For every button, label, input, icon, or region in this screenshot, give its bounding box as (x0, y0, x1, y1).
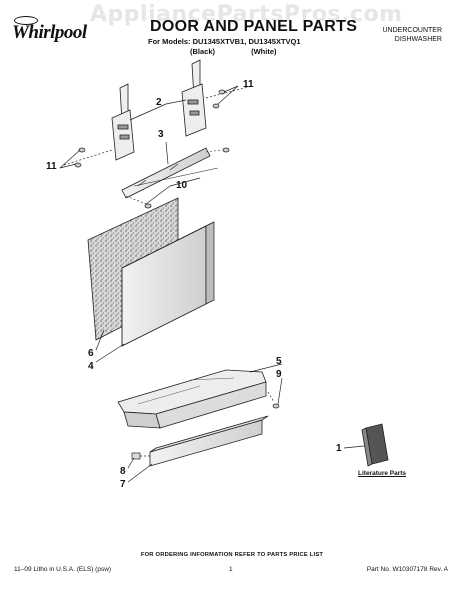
callout-11-right: 11 (243, 79, 254, 90)
hinge-bracket-left (111, 83, 135, 161)
callout-7: 7 (120, 479, 126, 490)
clip-8 (131, 452, 150, 460)
screws-right (205, 85, 253, 109)
footer-part-number: Part No. W10307178 Rev. A (366, 566, 448, 573)
footer-page-number: 1 (229, 566, 233, 573)
hinge-bracket-right (181, 59, 207, 137)
callout-1: 1 (336, 443, 342, 454)
product-type: UNDERCOUNTER DISHWASHER (383, 26, 443, 44)
ordering-note: FOR ORDERING INFORMATION REFER TO PARTS … (140, 552, 324, 558)
callout-11-left: 11 (46, 161, 57, 172)
variant-black: (Black) (190, 47, 216, 56)
lower-trim-panel (149, 415, 269, 467)
screws-left (63, 147, 113, 168)
callout-2: 2 (156, 97, 162, 108)
door-front-panel (121, 221, 215, 347)
model-variants: (Black) (White) (190, 47, 277, 56)
toe-kick-panel (117, 369, 267, 429)
callout-6: 6 (88, 348, 94, 359)
models-line: For Models: DU1345XTVB1, DU1345XTVQ1 (148, 37, 301, 46)
callout-4: 4 (88, 361, 94, 372)
literature-booklet (361, 423, 389, 467)
product-type-line-1: UNDERCOUNTER (382, 27, 443, 34)
hinge-rail (121, 147, 230, 209)
footer-litho: 11–09 Litho in U.S.A. (ELS) (psw) (14, 566, 112, 573)
variant-white: (White) (251, 47, 277, 56)
callout-8: 8 (120, 466, 126, 477)
literature-parts-label: Literature Parts (358, 470, 407, 477)
callout-3: 3 (158, 129, 164, 140)
callout-5: 5 (276, 356, 282, 367)
product-type-line-2: DISHWASHER (394, 36, 442, 43)
callout-9: 9 (276, 369, 282, 380)
brand-logo: Whirlpool (12, 22, 87, 43)
screw-9 (267, 391, 280, 409)
callout-leader-lines (59, 85, 365, 483)
brand-logo-swirl (14, 16, 38, 25)
watermark: AppliancePartsPros.com (90, 2, 403, 27)
page-title: DOOR AND PANEL PARTS (150, 18, 358, 35)
callout-10: 10 (176, 180, 188, 191)
